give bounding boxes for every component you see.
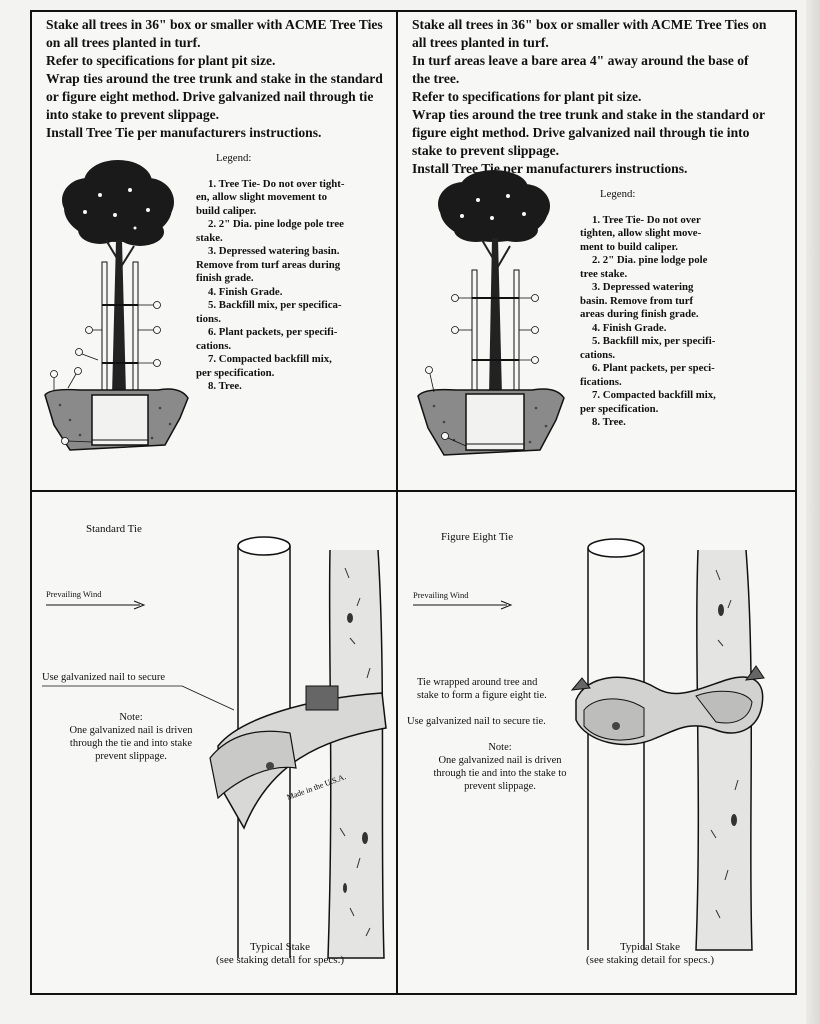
- figure-eight-note-line: prevent slippage.: [464, 781, 536, 792]
- planting-pit: [465, 393, 525, 451]
- tree-trunk: [489, 238, 502, 395]
- nail-head: [612, 722, 620, 730]
- vertical-divider: [396, 10, 398, 995]
- standard-note: Note: One galvanized nail is driven thro…: [46, 711, 216, 763]
- left-instruction-1: Stake all trees in 36" box or smaller wi…: [46, 17, 383, 50]
- stake-caption-title: Typical Stake: [249, 941, 311, 953]
- left-legend-line: finish grade.: [196, 272, 254, 284]
- figure-eight-tie-illustration: [570, 538, 765, 951]
- right-instruction-1: Stake all trees in 36" box or smaller wi…: [412, 17, 767, 50]
- figure-eight-tie-title: Figure Eight Tie: [441, 531, 514, 543]
- left-legend-line: 5. Backfill mix, per specifica-: [208, 299, 342, 311]
- right-legend-line: 1. Tree Tie- Do not over: [592, 213, 701, 226]
- standard-note-line: prevent slippage.: [95, 751, 167, 762]
- stake-caption-note: (see staking detail for specs.): [216, 954, 344, 966]
- right-legend-line: 6. Plant packets, per speci-: [592, 362, 715, 374]
- wrap-label-line: Tie wrapped around tree and: [417, 677, 538, 688]
- right-legend-line: per specification.: [580, 402, 659, 415]
- planting-pit: [91, 394, 149, 446]
- detail-sheet: [30, 10, 797, 995]
- figure-eight-wind-label: Prevailing Wind: [413, 590, 469, 600]
- left-legend-line: build caliper.: [196, 204, 257, 217]
- right-legend-line: tree stake.: [580, 267, 628, 280]
- right-legend-line: 2. 2" Dia. pine lodge pole: [592, 254, 708, 266]
- right-legend-line: cations.: [580, 348, 616, 361]
- left-legend: Legend: 1. Tree Tie- Do not over tight- …: [196, 152, 386, 394]
- right-legend-line: 8. Tree.: [592, 416, 626, 428]
- standard-note-line: through the tie and into stake: [69, 738, 193, 749]
- figure-eight-wrap-label: Tie wrapped around tree and stake to for…: [417, 676, 547, 702]
- left-legend-line: stake.: [196, 231, 223, 244]
- right-legend-line: 7. Compacted backfill mix,: [592, 389, 716, 401]
- tie-band: [217, 692, 387, 830]
- right-legend-line: ment to build caliper.: [580, 240, 678, 253]
- standard-nail-label: Use galvanized nail to secure: [42, 672, 166, 683]
- stake-caption-title: Typical Stake: [619, 941, 681, 953]
- left-instruction-4: Install Tree Tie per manufacturers instr…: [46, 125, 322, 140]
- left-planting-diagram: [44, 160, 189, 451]
- right-legend-line: areas during finish grade.: [580, 308, 699, 320]
- figure-eight-note-title: Note:: [488, 742, 512, 753]
- tree-canopy-icon: [62, 160, 174, 246]
- right-legend-line: basin. Remove from turf: [580, 294, 694, 307]
- left-legend-line: 1. Tree Tie- Do not over tight-: [208, 177, 345, 190]
- left-legend-line: 4. Finish Grade.: [208, 285, 283, 298]
- right-instructions: Stake all trees in 36" box or smaller wi…: [402, 16, 768, 178]
- nail-label-underline: [42, 685, 235, 711]
- figure-eight-stake-caption: Typical Stake (see staking detail for sp…: [550, 941, 750, 967]
- right-legend-line: fications.: [580, 375, 622, 388]
- left-instruction-2: Refer to specifications for plant pit si…: [46, 53, 276, 68]
- stake-post: [587, 548, 645, 950]
- figure-eight-nail-label: Use galvanized nail to secure tie.: [407, 716, 546, 727]
- wind-arrow-icon: [46, 600, 146, 610]
- left-legend-line: per specification.: [196, 366, 275, 379]
- standard-stake-caption: Typical Stake (see staking detail for sp…: [180, 941, 380, 967]
- right-legend-line: 5. Backfill mix, per specifi-: [592, 335, 716, 347]
- right-instruction-4: Wrap ties around the tree trunk and stak…: [412, 107, 765, 158]
- left-legend-line: 2. 2" Dia. pine lodge pole tree: [208, 218, 344, 230]
- figure-eight-note-line: One galvanized nail is driven: [438, 755, 562, 766]
- stake-caption-note: (see staking detail for specs.): [586, 954, 714, 966]
- standard-tie-illustration: Made in the U.S.A.: [209, 536, 387, 959]
- right-legend-title: Legend:: [600, 188, 636, 200]
- figure-eight-note-line: through tie and into the stake to: [433, 768, 567, 779]
- right-instruction-3: Refer to specifications for plant pit si…: [412, 89, 642, 104]
- left-legend-line: en, allow slight movement to: [196, 191, 328, 203]
- left-legend-line: tions.: [196, 312, 221, 325]
- tree-trunk: [327, 549, 385, 959]
- right-legend-line: tighten, allow slight move-: [580, 227, 702, 239]
- left-legend-title: Legend:: [216, 152, 252, 164]
- left-instructions: Stake all trees in 36" box or smaller wi…: [36, 16, 392, 142]
- left-legend-line: cations.: [196, 339, 232, 352]
- right-legend-line: 3. Depressed watering: [592, 281, 694, 293]
- left-legend-line: Remove from turf areas during: [196, 258, 341, 271]
- figure-eight-note: Note: One galvanized nail is driven thro…: [410, 741, 590, 793]
- right-legend-line: 4. Finish Grade.: [592, 321, 667, 334]
- right-planting-diagram: [417, 170, 565, 456]
- left-legend-line: 3. Depressed watering basin.: [208, 245, 340, 257]
- left-instruction-3: Wrap ties around the tree trunk and stak…: [46, 71, 383, 122]
- right-instruction-2: In turf areas leave a bare area 4" away …: [412, 53, 749, 86]
- standard-note-title: Note:: [119, 712, 143, 723]
- standard-note-line: One galvanized nail is driven: [69, 725, 193, 736]
- left-legend-line: 8. Tree.: [208, 380, 242, 392]
- page-edge-shadow: [806, 0, 820, 1024]
- wind-arrow-icon: [413, 600, 513, 610]
- right-legend: Legend: 1. Tree Tie- Do not over tighten…: [580, 188, 780, 430]
- nail-head: [266, 762, 274, 770]
- left-legend-line: 7. Compacted backfill mix,: [208, 353, 332, 365]
- horizontal-divider: [30, 490, 797, 492]
- tree-canopy-icon: [438, 170, 550, 242]
- standard-tie-title: Standard Tie: [86, 523, 142, 535]
- tree-trunk: [112, 240, 126, 395]
- left-legend-line: 6. Plant packets, per specifi-: [208, 326, 338, 338]
- standard-wind-label: Prevailing Wind: [46, 589, 102, 599]
- wrap-label-line: stake to form a figure eight tie.: [417, 690, 547, 701]
